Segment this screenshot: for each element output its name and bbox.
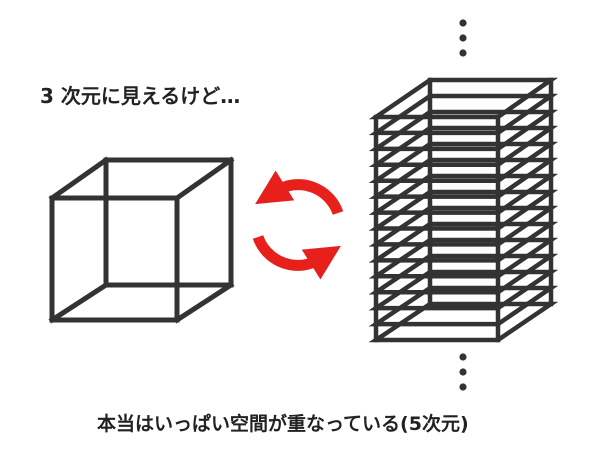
tower-layer	[368, 173, 559, 215]
tower-layer	[368, 141, 559, 183]
tower-layer	[368, 125, 559, 168]
tower-layer	[368, 253, 559, 295]
tower-layer	[368, 237, 559, 279]
tower-layer	[368, 269, 559, 311]
tower-layer	[368, 189, 559, 231]
arrow-upper	[255, 170, 344, 216]
cube-edge	[173, 281, 235, 324]
tower-layer	[368, 205, 559, 247]
tower-layer	[368, 93, 559, 136]
cube-edge	[173, 156, 235, 202]
cube-front-face	[49, 195, 180, 323]
cube-edge	[48, 156, 110, 202]
cube-back-face	[103, 157, 234, 288]
tower-layer	[368, 221, 559, 263]
wireframe-cube	[48, 156, 235, 324]
vertical-ellipsis-icon	[459, 19, 467, 57]
arrow-lower	[252, 234, 341, 280]
caption-top: 3 次元に見えるけど…	[40, 84, 241, 108]
tower-layer	[368, 301, 559, 343]
tower-layer	[368, 157, 559, 199]
stacked-wireframe-cubes	[368, 77, 559, 343]
tower-layer	[368, 285, 559, 327]
tower-layer	[368, 109, 559, 152]
circular-arrows-icon	[252, 170, 344, 280]
cube-edge	[48, 281, 110, 324]
vertical-ellipsis-icon	[459, 353, 467, 391]
caption-bottom: 本当はいっぱい空間が重なっている(5次元)	[97, 413, 469, 435]
tower-layer	[368, 77, 559, 120]
